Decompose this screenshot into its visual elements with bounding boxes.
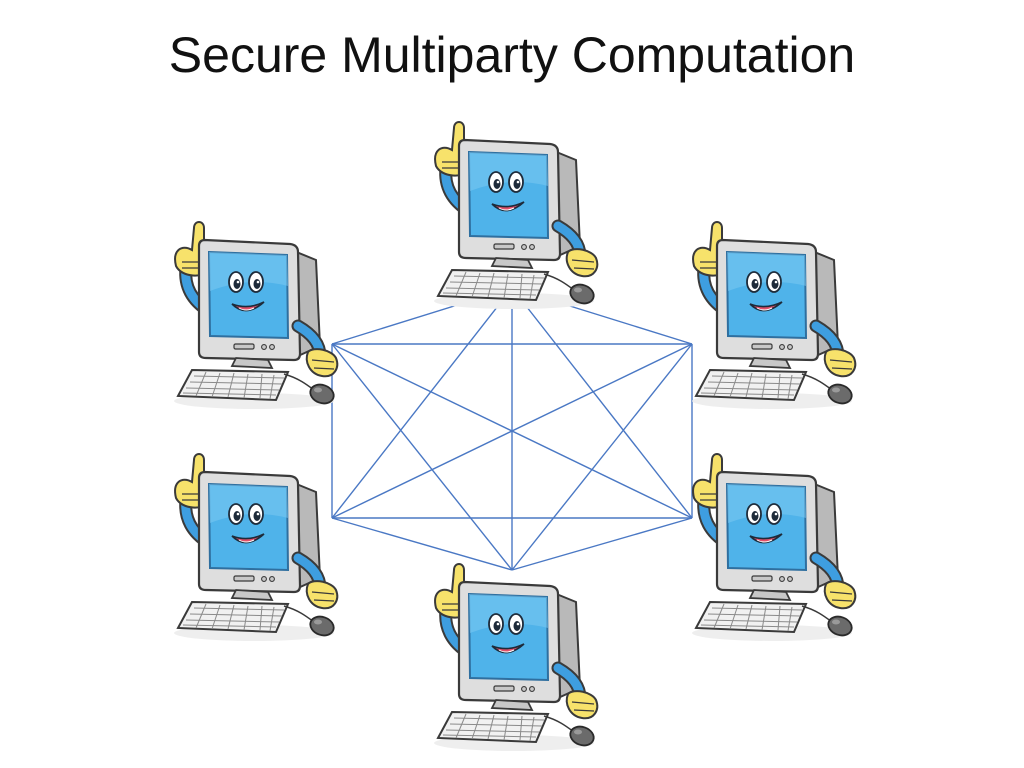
computer-icon (692, 454, 855, 641)
computer-icon (692, 222, 855, 409)
party-computer (174, 222, 337, 409)
computer-icon (434, 564, 597, 751)
party-computer (174, 454, 337, 641)
party-computer (434, 122, 597, 309)
connection-edge (511, 287, 693, 519)
connection-edge (331, 343, 513, 571)
slide-title: Secure Multiparty Computation (168, 27, 856, 83)
computer-icon (174, 454, 337, 641)
connection-edges (331, 287, 693, 571)
connection-edge (331, 343, 693, 519)
party-computer (434, 564, 597, 751)
computer-icon (434, 122, 597, 309)
connection-edge (331, 287, 513, 519)
computer-icon (174, 222, 337, 409)
party-computer (692, 222, 855, 409)
party-computer (692, 454, 855, 641)
connection-edge (511, 343, 693, 571)
connection-edge (511, 517, 693, 571)
connection-edge (331, 517, 513, 571)
party-nodes (174, 122, 855, 751)
